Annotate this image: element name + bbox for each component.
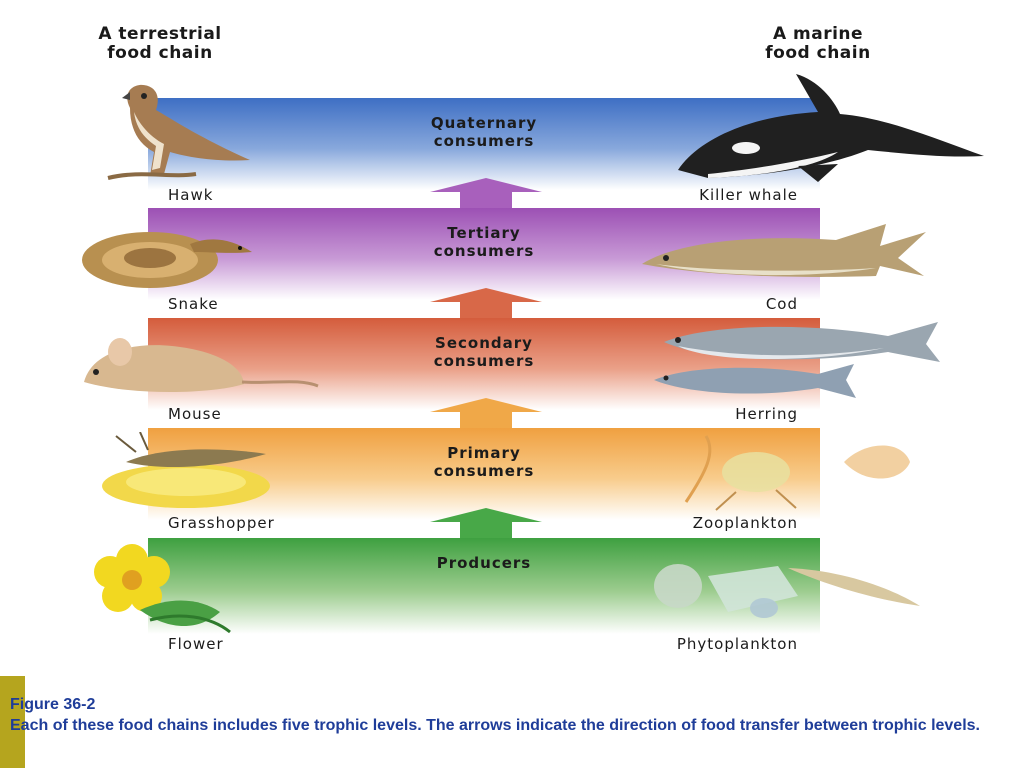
label-herring: Herring <box>735 405 798 423</box>
figure-description: Each of these food chains includes five … <box>10 717 980 734</box>
caption-accent-bar <box>0 676 25 768</box>
phytoplankton-image <box>648 556 928 626</box>
label-flower: Flower <box>168 635 224 653</box>
level-title-tertiary: Tertiary consumers <box>433 224 535 260</box>
arrow-to-secondary <box>430 398 542 428</box>
label-mouse: Mouse <box>168 405 222 423</box>
cod-image <box>636 212 936 282</box>
label-snake: Snake <box>168 295 219 313</box>
label-zooplankton: Zooplankton <box>692 514 798 532</box>
killer-whale-image <box>668 70 988 185</box>
zooplankton-image <box>676 432 916 512</box>
snake-image <box>80 212 260 292</box>
label-hawk: Hawk <box>168 186 214 204</box>
figure-number: Figure 36-2 <box>10 696 96 713</box>
arrow-to-tertiary <box>430 288 542 318</box>
arrow-to-primary <box>430 508 542 538</box>
arrow-to-quaternary <box>430 178 542 208</box>
marine-heading: A marine food chain <box>765 24 871 63</box>
herring-image <box>648 318 948 408</box>
label-grasshopper: Grasshopper <box>168 514 275 532</box>
label-phytoplankton: Phytoplankton <box>676 635 798 653</box>
level-title-secondary: Secondary consumers <box>433 334 535 370</box>
flower-image <box>80 540 240 635</box>
level-title-producers: Producers <box>436 554 532 572</box>
terrestrial-heading: A terrestrial food chain <box>98 24 222 63</box>
band-producers: Producers <box>148 538 820 634</box>
level-title-primary: Primary consumers <box>433 444 535 480</box>
level-title-quaternary: Quaternary consumers <box>430 114 538 150</box>
figure-caption: Figure 36-2 Each of these food chains in… <box>10 694 1015 736</box>
label-cod: Cod <box>765 295 798 313</box>
label-killer-whale: Killer whale <box>699 186 798 204</box>
hawk-image <box>100 78 270 188</box>
mouse-image <box>72 322 322 402</box>
grasshopper-on-flower-image <box>96 432 286 510</box>
